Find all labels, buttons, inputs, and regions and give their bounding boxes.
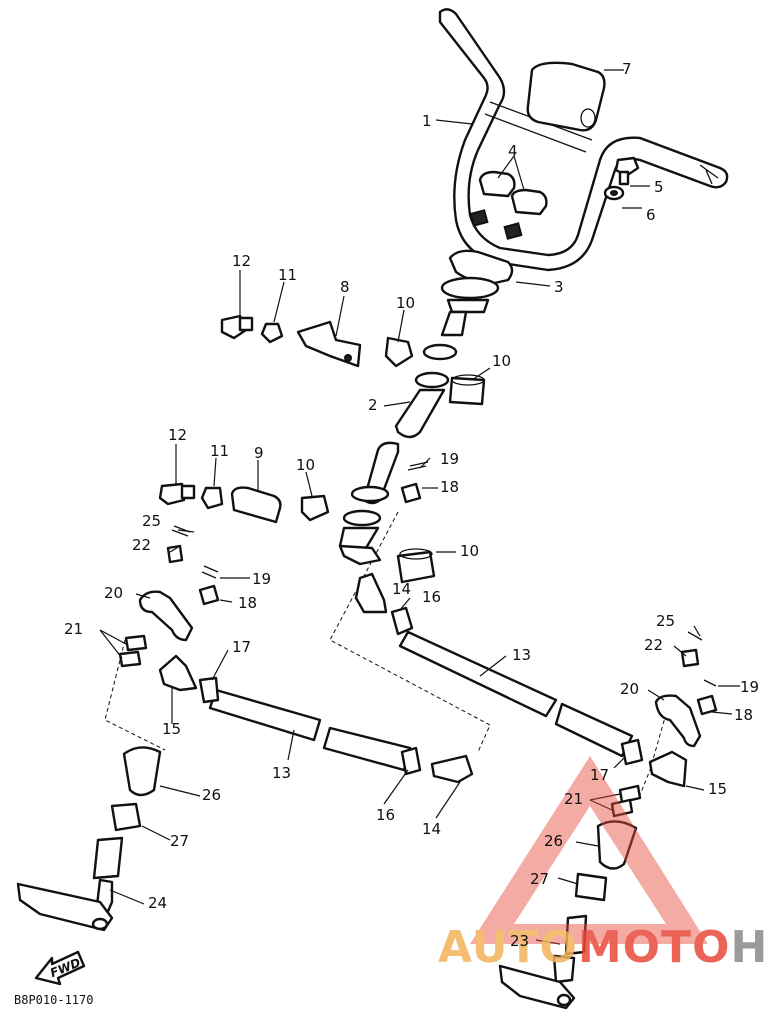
upper-nut xyxy=(260,322,284,344)
callout-19: 19 xyxy=(440,450,459,468)
steering-shaft-right xyxy=(498,914,588,1010)
callout-10: 10 xyxy=(396,294,415,312)
callout-2: 2 xyxy=(368,396,378,414)
watermark-part-hub: HUB xyxy=(730,922,767,973)
callout-27: 27 xyxy=(530,870,549,888)
callout-22: 22 xyxy=(132,536,151,554)
steering-boot-right xyxy=(596,820,638,870)
tie-rod-left xyxy=(208,688,412,772)
callout-9: 9 xyxy=(254,444,264,462)
callout-25: 25 xyxy=(656,612,675,630)
steering-boot-left xyxy=(122,746,162,797)
callout-19: 19 xyxy=(252,570,271,588)
cotter-pins-and-castle-nuts xyxy=(198,461,718,716)
steering-shaft-left xyxy=(16,836,124,932)
callout-3: 3 xyxy=(554,278,564,296)
callout-22: 22 xyxy=(644,636,663,654)
callout-15: 15 xyxy=(162,720,181,738)
watermark-part-moto: MOTO xyxy=(578,922,731,973)
pitman-arm-left xyxy=(138,590,194,642)
callout-12: 12 xyxy=(168,426,187,444)
callout-13: 13 xyxy=(272,764,291,782)
lower-bolt xyxy=(158,482,196,506)
callout-20: 20 xyxy=(104,584,123,602)
tie-rod-nuts xyxy=(198,606,644,776)
column-holder-lower xyxy=(230,486,282,524)
watermark-text: AUTOMOTOHUB xyxy=(438,922,767,973)
callout-17: 17 xyxy=(232,638,251,656)
callout-10: 10 xyxy=(492,352,511,370)
tie-rod-ends xyxy=(158,572,688,788)
right-pin-and-nut xyxy=(680,631,703,668)
callout-18: 18 xyxy=(440,478,459,496)
callout-11: 11 xyxy=(278,266,297,284)
callout-17: 17 xyxy=(590,766,609,784)
callout-27: 27 xyxy=(170,832,189,850)
callout-19: 19 xyxy=(740,678,759,696)
callout-14: 14 xyxy=(422,820,441,838)
callout-16: 16 xyxy=(422,588,441,606)
diagram-part-code: B8P010-1170 xyxy=(14,993,93,1007)
steering-bushing-left xyxy=(110,802,142,832)
lock-washer xyxy=(603,185,625,201)
callout-14: 14 xyxy=(392,580,411,598)
callout-18: 18 xyxy=(734,706,753,724)
callout-21: 21 xyxy=(64,620,83,638)
callout-26: 26 xyxy=(544,832,563,850)
watermark-logo: AUTOMOTOHUB xyxy=(438,756,767,973)
callout-10: 10 xyxy=(460,542,479,560)
tie-rod-right xyxy=(398,630,634,758)
callout-5: 5 xyxy=(654,178,664,196)
column-holder-upper xyxy=(296,320,362,368)
callout-8: 8 xyxy=(340,278,350,296)
pitman-arm-right xyxy=(654,694,702,748)
callout-24: 24 xyxy=(148,894,167,912)
callout-7: 7 xyxy=(622,60,632,78)
upper-handlebar-holders xyxy=(478,170,548,216)
callout-26: 26 xyxy=(202,786,221,804)
callout-20: 20 xyxy=(620,680,639,698)
callout-25: 25 xyxy=(142,512,161,530)
callout-23: 23 xyxy=(510,932,529,950)
steering-upper-bracket xyxy=(440,249,514,314)
watermark-part-auto: AUTO xyxy=(438,922,578,973)
steering-bushing-right xyxy=(574,872,608,902)
handlebar xyxy=(438,8,729,272)
callout-13: 13 xyxy=(512,646,531,664)
watermark-triangle xyxy=(470,756,708,944)
link-pins xyxy=(118,634,642,818)
callout-11: 11 xyxy=(210,442,229,460)
holder-bolt xyxy=(614,156,640,186)
callout-4: 4 xyxy=(508,142,518,160)
callout-21: 21 xyxy=(564,790,583,808)
callout-leader-lines xyxy=(99,69,740,945)
steering-column-upper xyxy=(338,310,468,566)
callout-1: 1 xyxy=(422,112,432,130)
handlebar-pad xyxy=(526,61,606,132)
callout-12: 12 xyxy=(232,252,251,270)
callout-10: 10 xyxy=(296,456,315,474)
front-direction-arrow: FWD xyxy=(34,950,86,986)
callout-numbers: 1234567891010101011111212131314141515161… xyxy=(64,60,759,950)
callout-15: 15 xyxy=(708,780,727,798)
callout-16: 16 xyxy=(376,806,395,824)
callout-6: 6 xyxy=(646,206,656,224)
upper-bolt xyxy=(220,314,254,340)
bushings xyxy=(300,336,486,584)
lower-nut xyxy=(200,486,224,510)
callout-18: 18 xyxy=(238,594,257,612)
